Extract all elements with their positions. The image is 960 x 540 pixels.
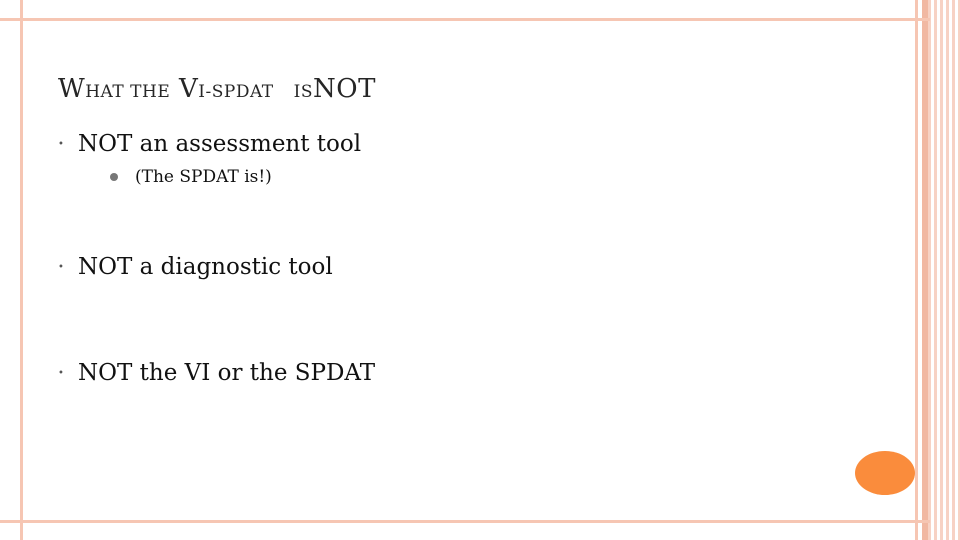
title-part: IS	[293, 82, 314, 102]
title-part: I-	[198, 82, 212, 102]
decorative-frame	[20, 0, 918, 540]
title-part: SPDAT	[211, 82, 274, 102]
bullet-icon: •	[58, 367, 64, 379]
slide-title: WHAT THE VI-SPDAT ISNOT	[58, 74, 376, 104]
bullet-item: • NOT a diagnostic tool	[58, 254, 333, 280]
bullet-icon: •	[58, 138, 64, 150]
decorative-frame-bottom	[0, 520, 930, 523]
bullet-icon: •	[58, 261, 64, 273]
bullet-text: NOT a diagnostic tool	[78, 254, 333, 280]
sub-bullet-icon	[110, 173, 118, 181]
title-part: NOT	[313, 74, 376, 104]
title-part: V	[179, 74, 199, 104]
title-part: W	[58, 74, 86, 104]
bullet-text: NOT an assessment tool	[78, 131, 362, 157]
bullet-item: • NOT the VI or the SPDAT	[58, 360, 375, 386]
sub-bullet-item: (The SPDAT is!)	[110, 167, 272, 187]
sub-bullet-text: (The SPDAT is!)	[135, 167, 272, 187]
bullet-text: NOT the VI or the SPDAT	[78, 360, 376, 386]
decorative-side-band	[922, 0, 960, 540]
decorative-oval	[855, 451, 915, 495]
decorative-frame-top	[0, 18, 930, 21]
bullet-item: • NOT an assessment tool	[58, 131, 361, 157]
title-part: HAT THE	[85, 82, 171, 102]
